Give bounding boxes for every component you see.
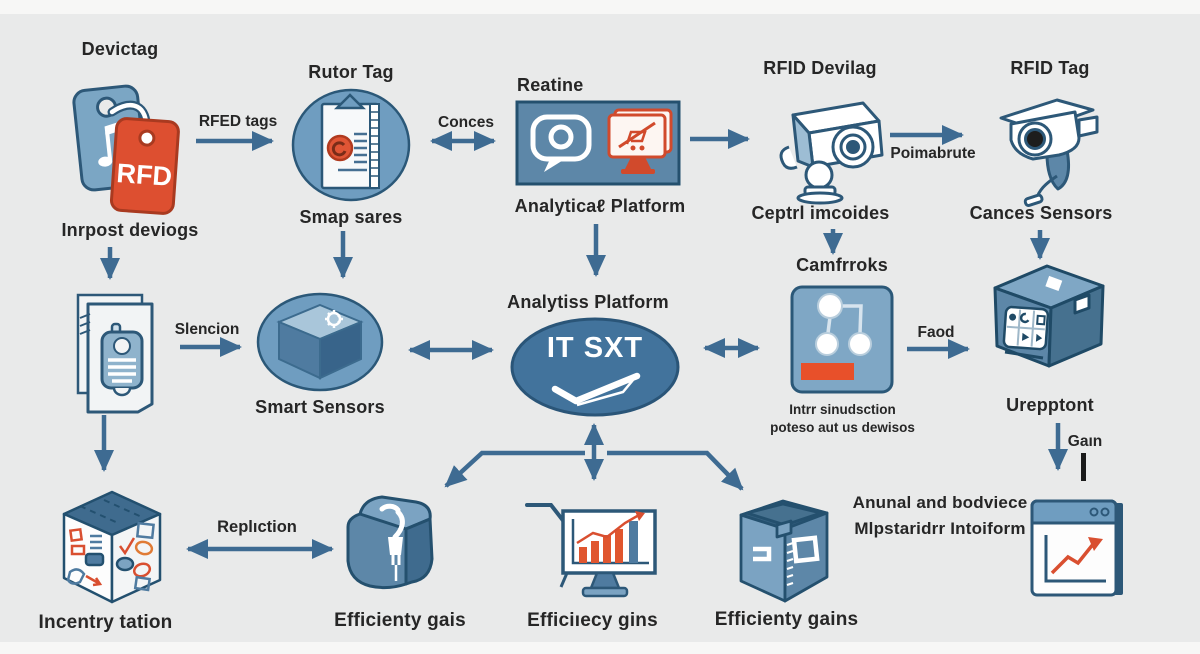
devictag-title: Devictag (81, 39, 159, 59)
camfrroks-caption-line1: Intrr sinudsction (789, 402, 896, 417)
cart-chart-caption: Efficiıecy gins (527, 610, 658, 631)
reatine-title: Reatine (517, 75, 584, 95)
smart-sensors-cube-icon (256, 292, 384, 392)
inventory-box-icon (62, 490, 162, 604)
rfid-devilag-title: RFID Devilag (763, 58, 877, 78)
analytiss-platform-title: Analytiss Platform (507, 292, 669, 312)
report-caption-line1: Anunal and bodviece (852, 493, 1028, 512)
report-window-icon (1030, 499, 1123, 597)
document-tag-icon (76, 293, 154, 414)
rfid-tags-icon: RFD (72, 84, 180, 215)
edge-label-conces: Conces (438, 114, 494, 131)
edge-label-replction: Replıction (217, 518, 297, 536)
open-box-caption: Efficienty gains (714, 609, 859, 630)
clipboard-circle-icon (291, 88, 411, 202)
smart-sensors-caption: Smart Sensors (255, 397, 385, 417)
analytics-platform-box-icon (515, 100, 681, 186)
edge-label-faod: Faod (917, 324, 955, 341)
cart-chart-icon (525, 503, 657, 598)
camfrroks-caption-line2: poteso aut us dewisos (770, 420, 915, 435)
open-box-icon (739, 499, 829, 603)
rfid-devilag-caption: Ceptrl imcoides (751, 203, 890, 223)
urepptont-caption: Urepptont (1006, 395, 1094, 415)
camfrroks-title: Camfrroks (796, 255, 888, 275)
edge-label-gain: Gaın (1067, 433, 1103, 450)
hub-label: IT SXT (546, 332, 644, 364)
edge-label-rfed-tags: RFED tags (198, 113, 278, 130)
gain-tick-mark (1081, 453, 1086, 481)
rutor-tag-caption: Smap sares (299, 207, 403, 227)
analytica-platform-caption: Analyticaℓ Platform (514, 196, 686, 216)
report-caption-line2: Mlpstaridrr Intoiform (854, 519, 1026, 538)
hub-ellipse-icon (510, 317, 680, 417)
edge-label-poimabrute: Poimabrute (890, 145, 976, 162)
rfid-tag-title: RFID Tag (1010, 58, 1090, 78)
ptz-camera-icon (779, 101, 884, 205)
dome-camera-icon (999, 98, 1099, 207)
media-cube-icon (993, 264, 1105, 368)
bottom-margin-band (0, 642, 1200, 654)
plug-cube-caption: Efficienty gais (334, 610, 466, 631)
rfid-tag-caption: Cances Sensors (969, 203, 1113, 223)
incentry-caption: Incentry tation (38, 612, 173, 633)
rfd-tag-text: RFD (116, 158, 173, 192)
edge-label-slencion: Slencion (174, 321, 240, 338)
rutor-tag-title: Rutor Tag (308, 62, 394, 82)
plug-cube-icon (346, 495, 434, 590)
devictag-caption: Inrpost deviogs (61, 220, 199, 240)
workflow-box-icon (790, 285, 894, 394)
top-margin-band (0, 0, 1200, 14)
